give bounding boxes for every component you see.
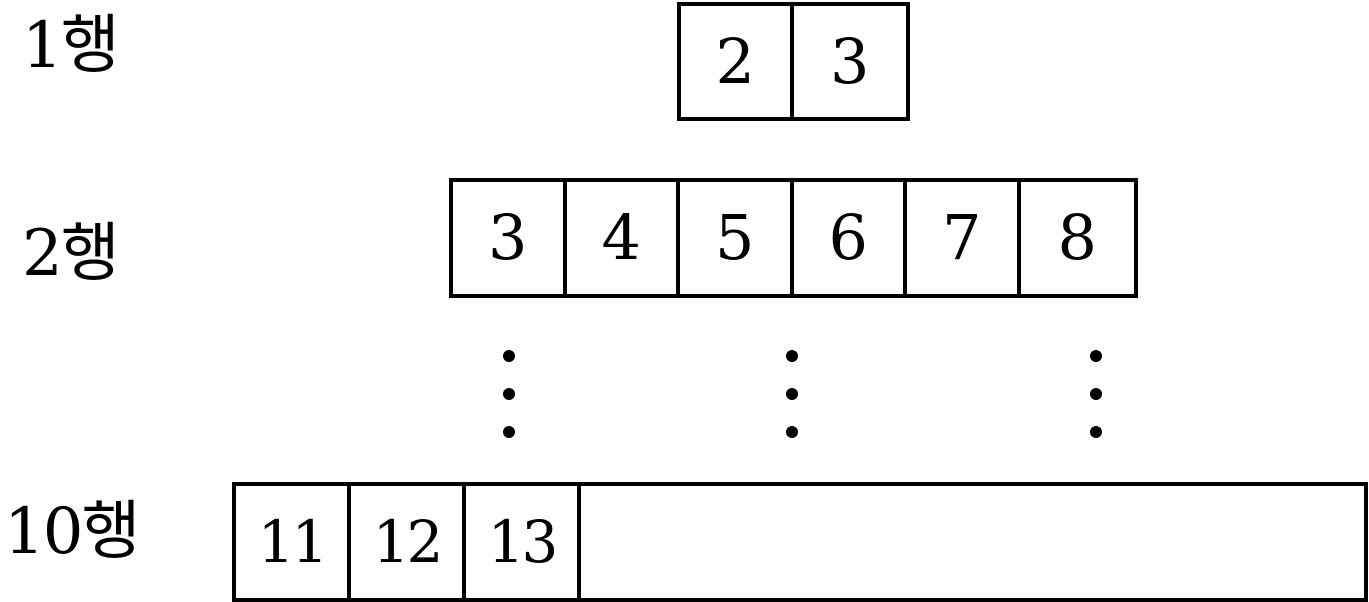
cell: 7 xyxy=(907,182,1021,294)
cell: 13 xyxy=(466,486,581,598)
cell: 4 xyxy=(567,182,680,294)
cell: 3 xyxy=(830,24,870,98)
row-label-2: 2행 xyxy=(22,217,120,291)
row-1-boxes: 2 3 xyxy=(677,2,910,121)
empty-cell xyxy=(581,486,1364,598)
row-label-1: 1행 xyxy=(22,9,120,83)
cell: 12 xyxy=(351,486,466,598)
vertical-ellipsis-icon xyxy=(501,350,517,440)
vertical-ellipsis-icon xyxy=(1088,350,1104,440)
cell: 11 xyxy=(236,486,351,598)
cell: 2 xyxy=(681,6,794,117)
row-10-boxes: 11 12 13 xyxy=(232,482,1368,602)
row-2-boxes: 3 4 5 6 7 8 xyxy=(449,178,1138,298)
cell: 5 xyxy=(680,182,794,294)
cell: 3 xyxy=(453,182,567,294)
row-label-10: 10행 xyxy=(4,495,140,569)
cell: 8 xyxy=(1057,201,1097,274)
cell: 6 xyxy=(794,182,907,294)
vertical-ellipsis-icon xyxy=(784,350,800,440)
